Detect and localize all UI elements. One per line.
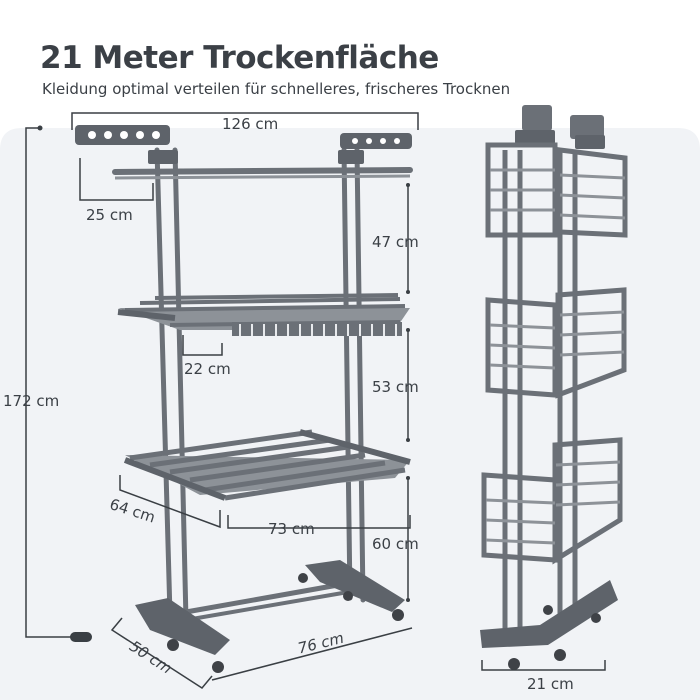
page-subtitle: Kleidung optimal verteilen für schneller…: [42, 80, 511, 98]
middle-tier: [117, 293, 410, 336]
folded-base: [480, 580, 618, 670]
label-tier-gap-middle: 53 cm: [372, 378, 419, 396]
label-total-height: 172 cm: [3, 392, 60, 410]
label-tier-gap-top: 47 cm: [372, 233, 419, 251]
label-shelf-width: 73 cm: [268, 520, 315, 538]
label-width-top: 126 cm: [222, 115, 279, 133]
label-tier-gap-bottom: 60 cm: [372, 535, 419, 553]
top-tier: [75, 125, 413, 180]
label-wing-depth: 25 cm: [86, 206, 133, 224]
label-hook-gap: 22 cm: [184, 360, 231, 378]
rack-base: [135, 560, 405, 673]
bottom-tier: [123, 429, 411, 501]
label-folded-width: 21 cm: [527, 675, 574, 693]
page-title: 21 Meter Trockenfläche: [40, 40, 439, 76]
